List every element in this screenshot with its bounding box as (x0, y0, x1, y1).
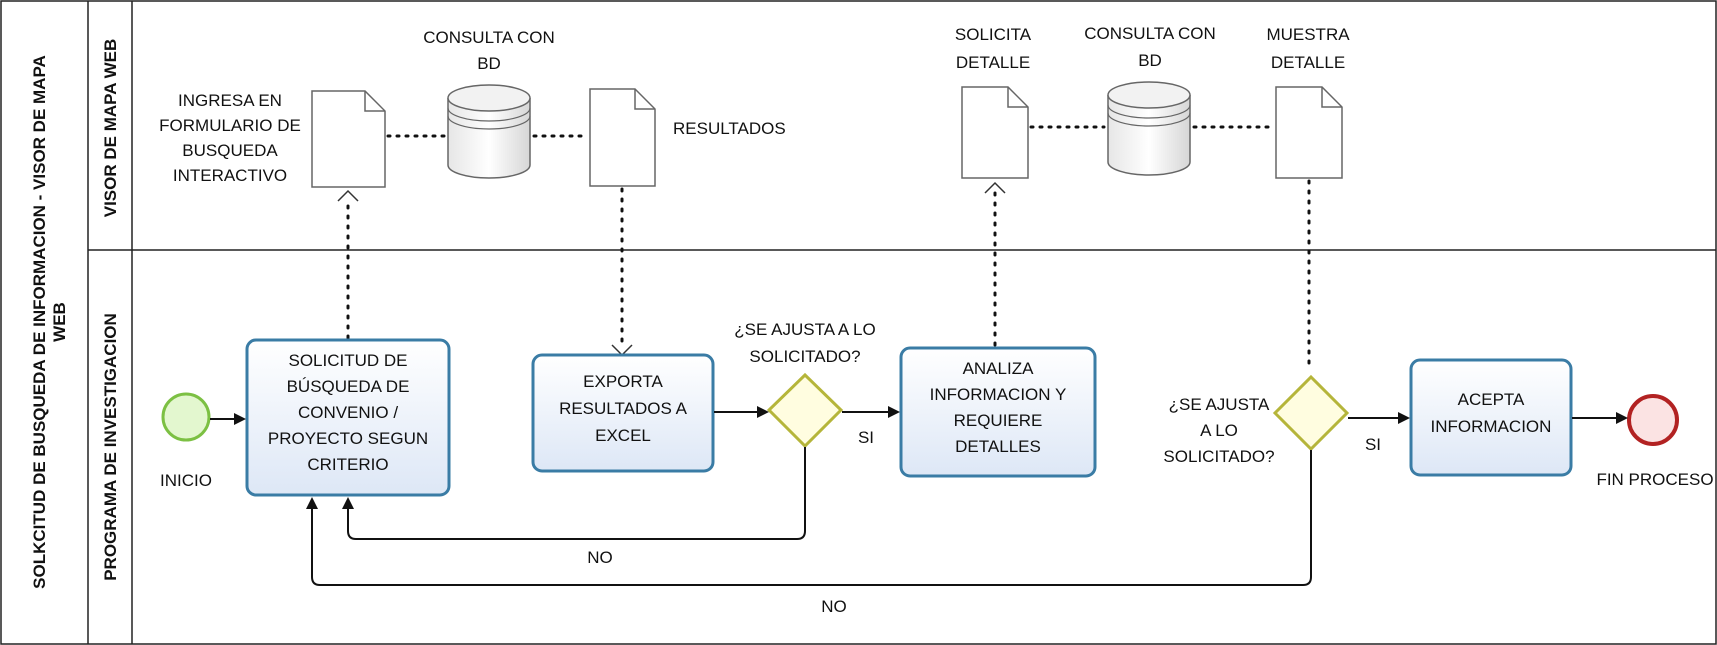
task4-label: ACEPTA INFORMACION (1431, 390, 1552, 436)
gateway2-no-label: NO (821, 597, 847, 616)
svg-text:SOLICITADO?: SOLICITADO? (749, 347, 860, 366)
svg-text:ANALIZA: ANALIZA (963, 359, 1035, 378)
doc4-label: MUESTRA DETALLE (1266, 25, 1350, 72)
svg-text:CONSULTA CON: CONSULTA CON (423, 28, 555, 47)
svg-text:FORMULARIO DE: FORMULARIO DE (159, 116, 301, 135)
task-analiza-informacion[interactable] (899, 346, 1097, 478)
doc1-label: INGRESA EN FORMULARIO DE BUSQUEDA INTERA… (159, 91, 301, 185)
svg-text:CONSULTA CON: CONSULTA CON (1084, 24, 1216, 43)
lane-title-programa: PROGRAMA DE INVESTIGACION (101, 313, 120, 581)
svg-text:CRITERIO: CRITERIO (307, 455, 388, 474)
end-event[interactable] (1627, 394, 1679, 446)
visor-associations (386, 125, 1274, 138)
gateway-ajusta-2[interactable] (1272, 374, 1350, 452)
pool-title-line1: SOLKCITUD DE BUSQUEDA DE INFORMACION - V… (30, 55, 49, 589)
document-muestra-detalle[interactable] (1275, 86, 1343, 179)
svg-text:RESULTADOS A: RESULTADOS A (559, 399, 688, 418)
db2-label: CONSULTA CON BD (1084, 24, 1216, 70)
svg-text:BD: BD (477, 54, 501, 73)
task2-label: EXPORTA RESULTADOS A EXCEL (559, 372, 688, 445)
svg-text:REQUIERE: REQUIERE (954, 411, 1043, 430)
svg-text:DETALLE: DETALLE (956, 53, 1030, 72)
task-acepta-informacion[interactable] (1409, 358, 1573, 477)
database-consulta-1[interactable] (447, 84, 531, 179)
start-label: INICIO (160, 471, 212, 490)
svg-text:INTERACTIVO: INTERACTIVO (173, 166, 287, 185)
gateway2-yes-label: SI (1365, 435, 1381, 454)
svg-text:SOLICITUD DE: SOLICITUD DE (288, 351, 407, 370)
start-event[interactable] (161, 392, 211, 442)
svg-text:INFORMACION: INFORMACION (1431, 417, 1552, 436)
task-exporta-resultados[interactable] (531, 353, 715, 473)
gateway1-yes-label: SI (858, 428, 874, 447)
svg-text:BUSQUEDA: BUSQUEDA (182, 141, 278, 160)
svg-text:MUESTRA: MUESTRA (1266, 25, 1350, 44)
svg-text:SOLICITADO?: SOLICITADO? (1163, 447, 1274, 466)
svg-text:A LO: A LO (1200, 421, 1238, 440)
svg-text:INGRESA EN: INGRESA EN (178, 91, 282, 110)
task1-label: SOLICITUD DE BÚSQUEDA DE CONVENIO / PROY… (268, 351, 428, 474)
gateway1-label: ¿SE AJUSTA A LO SOLICITADO? (734, 320, 875, 366)
doc3-label: SOLICITA DETALLE (955, 25, 1032, 72)
svg-text:ACEPTA: ACEPTA (1458, 390, 1525, 409)
document-ingresa-formulario[interactable] (311, 90, 386, 188)
svg-text:PROYECTO SEGUN: PROYECTO SEGUN (268, 429, 428, 448)
svg-text:EXPORTA: EXPORTA (583, 372, 663, 391)
svg-text:DETALLE: DETALLE (1271, 53, 1345, 72)
document-solicita-detalle[interactable] (961, 86, 1029, 179)
svg-text:INFORMACION Y: INFORMACION Y (930, 385, 1067, 404)
gateway1-no-label: NO (587, 548, 613, 567)
svg-text:CONVENIO /: CONVENIO / (298, 403, 398, 422)
end-label: FIN PROCESO (1596, 470, 1713, 489)
svg-text:BÚSQUEDA DE: BÚSQUEDA DE (287, 377, 410, 396)
svg-text:EXCEL: EXCEL (595, 426, 651, 445)
db1-label: CONSULTA CON BD (423, 28, 555, 73)
task3-label: ANALIZA INFORMACION Y REQUIERE DETALLES (930, 359, 1067, 456)
gateway-ajusta-1[interactable] (766, 372, 844, 449)
svg-text:¿SE AJUSTA: ¿SE AJUSTA (1169, 395, 1270, 414)
svg-text:BD: BD (1138, 51, 1162, 70)
database-consulta-2[interactable] (1107, 81, 1191, 176)
task-solicitud-busqueda[interactable] (245, 338, 451, 497)
doc2-label: RESULTADOS (673, 119, 786, 138)
cross-lane-associations (346, 179, 1311, 370)
document-resultados[interactable] (589, 88, 656, 187)
svg-text:SOLICITA: SOLICITA (955, 25, 1032, 44)
lane-title-visor: VISOR DE MAPA WEB (101, 39, 120, 218)
sequence-flows (210, 406, 1628, 586)
svg-text:DETALLES: DETALLES (955, 437, 1041, 456)
svg-text:¿SE AJUSTA A LO: ¿SE AJUSTA A LO (734, 320, 875, 339)
pool-title-line2: WEB (50, 302, 69, 342)
gateway2-label: ¿SE AJUSTA A LO SOLICITADO? (1163, 395, 1274, 466)
